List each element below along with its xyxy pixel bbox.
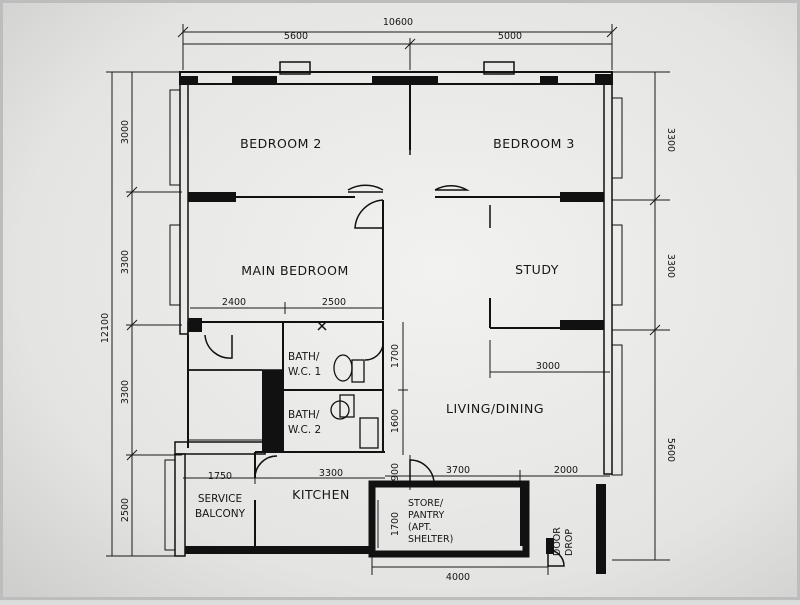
dim-right-1: 3300 — [665, 128, 676, 152]
room-label-store-line3: (APT. — [408, 522, 432, 533]
dim-main-bed-b: 2500 — [322, 297, 346, 308]
room-label-bedroom-3: BEDROOM 3 — [493, 136, 575, 151]
room-label-living-dining: LIVING/DINING — [446, 401, 544, 416]
dimension-lines — [106, 24, 670, 575]
walls — [164, 61, 623, 574]
dim-living-b: 2000 — [554, 465, 578, 476]
room-label-bath-2-line2: W.C. 2 — [288, 424, 321, 436]
dim-left-total: 12100 — [100, 313, 111, 343]
room-label-kitchen: KITCHEN — [292, 487, 350, 502]
dim-service-w: 1750 — [208, 471, 232, 482]
room-label-main-bedroom: MAIN BEDROOM — [241, 263, 349, 278]
room-label-study: STUDY — [515, 262, 559, 277]
dim-store-h: 1700 — [390, 512, 401, 536]
dim-left-4: 2500 — [120, 498, 131, 522]
dim-left-1: 3000 — [120, 120, 131, 144]
room-label-service-balcony-line2: BALCONY — [195, 508, 246, 520]
dim-left-2: 3300 — [120, 250, 131, 274]
room-label-store-line2: PANTRY — [408, 510, 445, 521]
room-label-bath-1-line1: BATH/ — [288, 351, 320, 363]
door-label: DOOR — [552, 527, 563, 556]
dim-bath1-h: 1700 — [390, 344, 401, 368]
dim-bath2-h: 1600 — [390, 409, 401, 433]
dim-study-w: 3000 — [536, 361, 560, 372]
dim-right-3: 5600 — [665, 438, 676, 462]
dim-kitchen-gap: 900 — [390, 463, 401, 481]
dim-living-a: 3700 — [446, 465, 470, 476]
dim-bottom: 4000 — [446, 572, 470, 583]
dim-right-2: 3300 — [665, 254, 676, 278]
drop-label: DROP — [564, 529, 575, 556]
dim-left-3: 3300 — [120, 380, 131, 404]
dim-top-right: 5000 — [498, 31, 522, 42]
room-label-service-balcony-line1: SERVICE — [198, 493, 242, 505]
room-label-store-line4: SHELTER) — [408, 534, 453, 545]
dim-top-total: 10600 — [383, 17, 413, 28]
dim-kitchen-w: 3300 — [319, 468, 343, 479]
room-label-bath-2-line1: BATH/ — [288, 409, 320, 421]
bath-fixtures — [188, 354, 379, 449]
doors — [204, 150, 565, 567]
room-label-bath-1-line2: W.C. 1 — [288, 366, 321, 378]
dim-main-bed-a: 2400 — [222, 297, 246, 308]
room-label-store-line1: STORE/ — [408, 498, 444, 509]
dim-top-left: 5600 — [284, 31, 308, 42]
room-label-bedroom-2: BEDROOM 2 — [240, 136, 322, 151]
